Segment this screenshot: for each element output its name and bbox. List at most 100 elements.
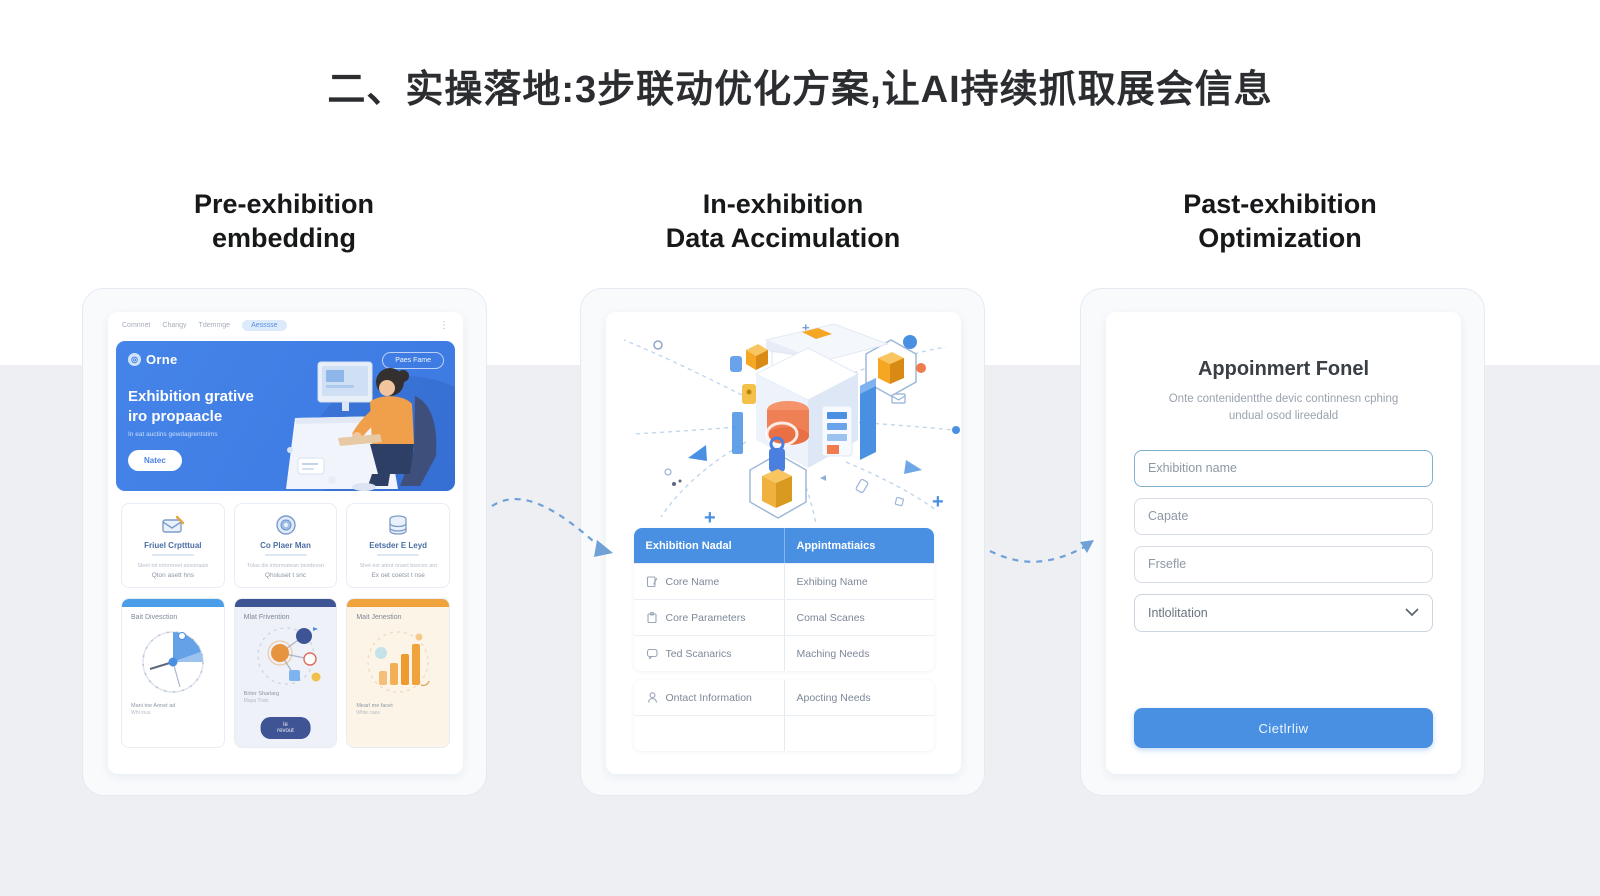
svg-text:+: + [704,507,716,528]
mini-card-network[interactable]: Mlat Frivention Briter Sh [233,598,338,749]
table-row: Ontact Information Apocting Needs [633,680,934,715]
mini-card-caption: Whte caes [356,710,380,717]
select-value: Intlolitation [1148,605,1208,620]
hero-heading: Exhibition grative iro propaacle [128,387,443,426]
submit-button[interactable]: Cietlrliw [1134,708,1433,748]
table-row: Core Name Exhibing Name [633,563,934,599]
mini-card-bars[interactable]: Mait Jenestion Mearl me facet Whte caes [346,598,451,749]
svg-text:+: + [932,491,944,513]
hero-cta-button[interactable]: Natec [128,450,182,471]
feature-desc: Tolas dis intormatean besdevsn [246,563,325,569]
hero-top-button[interactable]: Paes Fame [382,352,444,369]
mini-card-title: Mait Jenestion [356,614,402,622]
mini-cards-row: Bait Divesction Mani toe Aonet ad Wht in… [121,598,451,749]
column-heading-in-exhibition: In-exhibition Data Accimulation [623,188,943,256]
table-row: Core Parameters Comal Scanes [633,599,934,635]
table-cell-text: Ontact Information [665,691,752,704]
feature-card-1[interactable]: Friuel Crptttual Sleet tot intormeet ass… [121,503,225,589]
clipboard-icon [646,612,657,624]
exhibition-name-input[interactable] [1134,449,1433,487]
heading-line: Pre-exhibition [193,189,375,219]
table-group-main: Exhibition Nadal Appintmatiaics Core Nam… [633,528,934,671]
hero-subtext: In eat auctins gewdagrentstims [128,431,218,438]
card-top-bar [122,599,224,608]
hero-heading-line: Exhibition grative [128,388,254,405]
form-fields: Intlolitation [1134,449,1433,632]
table-cell-text [783,716,934,751]
mini-card-gauge[interactable]: Bait Divesction Mani toe Aonet ad Wht in… [121,598,225,749]
table-header-row: Exhibition Nadal Appintmatiaics [633,528,934,563]
feature-title: Friuel Crptttual [144,541,202,550]
table-cell-text [634,716,784,751]
data-accumulation-card: + + + [606,312,961,774]
table-header-cell: Exhibition Nadal [645,539,732,552]
logo-icon: ◎ [128,353,141,366]
badge-icon [275,515,296,535]
divider [151,554,194,556]
form-subtitle-line: undual osod lireedald [1228,410,1339,423]
bar-chart [367,631,430,693]
nav-active-pill[interactable]: Aesssse [242,320,287,331]
appointment-form-card: Appoinmert Fonel Onte contenidentthe dev… [1106,312,1461,774]
mini-card-title: Mlat Frivention [243,614,290,622]
table-cell-text: Core Name [665,575,720,588]
mini-card-caption: Mani toe Aonet ad [131,703,176,710]
capate-input[interactable] [1134,497,1433,535]
person-icon [647,692,657,703]
heading-line: embedding [211,222,356,253]
panel-in-exhibition: + + + [580,288,985,796]
svg-text:+: + [802,320,810,335]
nav-item[interactable]: Tdemmge [198,322,231,329]
card-top-bar [234,599,337,608]
menu-dots-icon[interactable]: ⋮ [439,319,449,331]
table-header-cell: Appintmatiaics [783,528,934,563]
form-title: Appoinmert Fonel [1197,358,1370,380]
table-cell-text: Exhibing Name [783,564,934,599]
form-subtitle-line: Onte contenidentthe devic continnesn cph… [1168,393,1399,405]
divider [264,554,307,556]
website-mockup-card: Comnnet Changy Tdemmge Aesssse ⋮ ◎ Orne … [108,312,463,774]
heading-line: Past-exhibition [1183,189,1377,219]
table-row: Ted Scanarics Maching Needs [633,635,934,671]
panel-pre-exhibition: Comnnet Changy Tdemmge Aesssse ⋮ ◎ Orne … [82,288,487,796]
network-chart [256,627,320,685]
mini-card-caption: Briter Sharlarg [243,691,280,698]
nav-item[interactable]: Comnnet [122,322,151,329]
nav-item[interactable]: Changy [162,322,187,329]
feature-sub: Ex oet coetst t nse [371,572,425,580]
hero-banner: ◎ Orne Paes Fame Exhibition grative iro … [116,341,455,491]
feature-sub: Qhsluset t snc [264,572,307,580]
mini-card-caption: Wht inus [131,710,151,717]
feature-title: Co Plaer Man [260,541,311,550]
feature-card-2[interactable]: Co Plaer Man Tolas dis intormatean besde… [233,503,338,589]
exhibition-data-table: Exhibition Nadal Appintmatiaics Core Nam… [633,528,934,751]
feature-desc: Sleet tot intormeet assonaals [137,563,209,569]
column-heading-past-exhibition: Past-exhibition Optimization [1120,188,1440,256]
form-subtitle: Onte contenidentthe devic continnesn cph… [1134,391,1433,426]
logo-text: Orne [146,352,178,367]
mini-card-button[interactable]: le revout [260,717,311,740]
table-cell-text: Comal Scanes [783,600,934,635]
table-cell-text: Apocting Needs [783,680,934,715]
feature-card-3[interactable]: Eetsder E Leyd Shet est atent onaet bsoc… [346,503,451,589]
feature-sub: Qton asett hns [151,572,194,580]
page-title: 二、实操落地:3步联动优化方案,让AI持续抓取展会信息 [327,69,1273,111]
panel-past-exhibition: Appoinmert Fonel Onte contenidentthe dev… [1080,288,1485,796]
isometric-data-illustration: + + + [623,320,960,528]
column-heading-pre-exhibition: Pre-exhibition embedding [124,188,444,256]
mini-card-caption: Mapa Trats [243,698,269,705]
divider [377,554,420,556]
table-cell-text: Core Parameters [665,611,746,624]
hero-heading-line: iro propaacle [128,407,223,425]
logo: ◎ Orne [128,352,443,367]
chat-icon [646,648,658,660]
feature-cards-row: Friuel Crptttual Sleet tot intormeet ass… [121,503,451,589]
information-select[interactable]: Intlolitation [1134,593,1433,632]
feature-title: Eetsder E Leyd [369,541,428,550]
table-row-empty [633,715,934,751]
frsefle-input[interactable] [1134,545,1433,583]
database-icon [389,515,407,535]
gauge-chart [142,631,204,693]
table-cell-text: Maching Needs [783,636,934,671]
